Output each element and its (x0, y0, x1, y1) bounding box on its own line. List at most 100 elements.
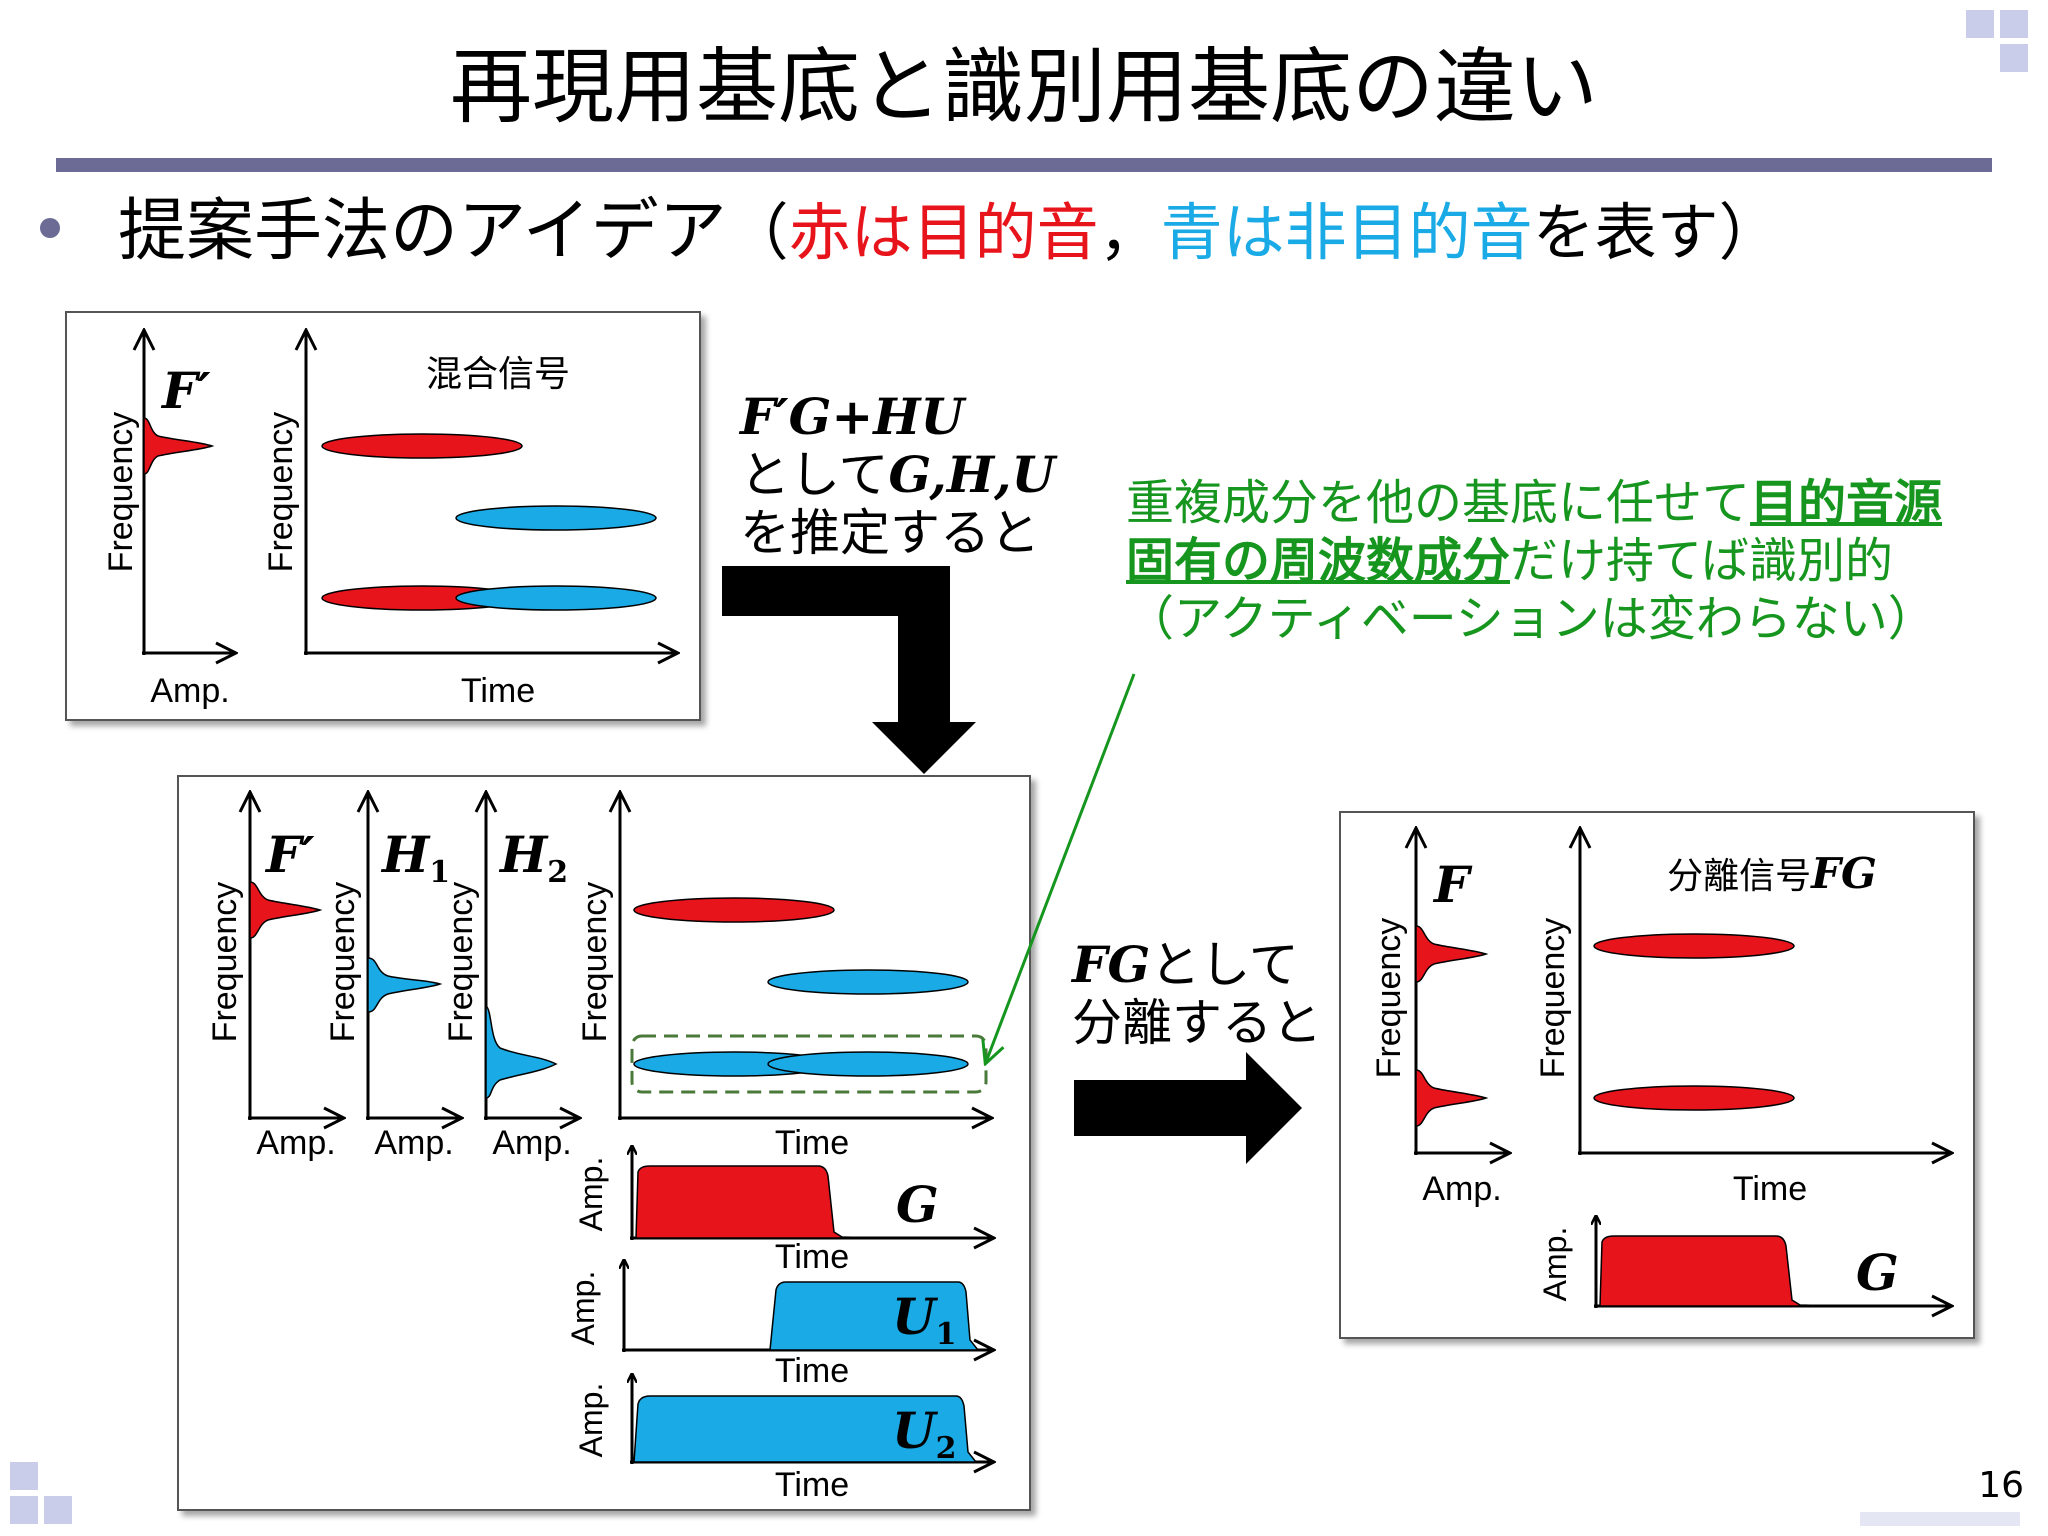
label-frequency: Frequency (102, 412, 140, 573)
math-u1-sub: 1 (936, 1317, 957, 1352)
step2-line2: 分離すると (1072, 994, 1322, 1052)
step1-text: F′G+HU としてG,H,U を推定すると (740, 387, 1056, 563)
spectrum-f (1415, 925, 1489, 983)
step1-line3: を推定すると (740, 504, 1040, 562)
bullet-comma: ， (1098, 196, 1161, 269)
blob-cyan (767, 1051, 969, 1077)
dashed-highlight-box (630, 1034, 988, 1094)
page-number: 16 (1978, 1465, 2024, 1506)
bullet-paren-open: （ (726, 196, 789, 269)
math-u2: U2 (892, 1401, 956, 1466)
bullet-text: 提案手法のアイデア（赤は目的音，青は非目的音を表す） (118, 190, 1781, 275)
spectrum-h1 (367, 957, 443, 1013)
blob-red (321, 433, 523, 459)
corner-deco-bottom-left (44, 1496, 72, 1524)
right-arrow (1074, 1052, 1302, 1164)
activation-u2 (633, 1395, 978, 1463)
label-frequency: Frequency (576, 882, 614, 1043)
title-rule (56, 158, 1992, 172)
corner-deco-bottom-left (10, 1462, 38, 1490)
label-time: Time (775, 1238, 849, 1276)
bullet-dot (40, 218, 60, 238)
slide-title: 再現用基底と識別用基底の違い (449, 40, 1598, 135)
math-f: F (1432, 855, 1473, 914)
step2-line1-math: FG (1072, 935, 1151, 994)
bullet-red-text: 赤は目的音 (788, 196, 1099, 269)
panel-estimation: F′ Frequency Amp. H1 Frequency Amp. H2 F… (177, 775, 1031, 1511)
math-g: G (896, 1175, 939, 1234)
note-line2-bold: 固有の周波数成分 (1126, 533, 1511, 589)
label-amp: Amp. (573, 1383, 609, 1458)
label-separated-math: FG (1810, 849, 1877, 898)
label-frequency: Frequency (1534, 918, 1572, 1079)
label-frequency: Frequency (324, 882, 362, 1043)
step1-formula: F′G+HU (740, 387, 965, 446)
step1-line2-vars: G,H,U (888, 445, 1056, 504)
math-u1-base: U (892, 1287, 939, 1346)
step2-text: FGとして 分離すると (1072, 935, 1322, 1053)
math-u2-sub: 2 (936, 1431, 957, 1466)
bent-arrow (722, 566, 976, 774)
corner-deco-bottom-left (10, 1496, 38, 1524)
math-h2-base: H (498, 825, 549, 884)
corner-deco-top-right (2000, 10, 2028, 38)
label-mixed-signal: 混合信号 (426, 354, 570, 395)
panel-mixed-signal: F′ Frequency Amp. Frequency Time 混合信号 (65, 311, 701, 721)
label-separated-signal: 分離信号FG (1667, 849, 1877, 898)
note-line1-bold: 目的音源 (1750, 475, 1943, 531)
step1-line2-pre: として (740, 446, 889, 504)
label-frequency: Frequency (1370, 918, 1408, 1079)
corner-deco-bottom-right (1860, 1512, 2020, 1526)
label-separated-text: 分離信号 (1667, 856, 1811, 897)
math-f-prime: F′ (160, 361, 211, 420)
math-h1-base: H (380, 825, 431, 884)
math-g: G (1856, 1243, 1899, 1302)
label-amp: Amp. (1537, 1227, 1573, 1302)
spectrum-f (1415, 1069, 1489, 1127)
note-line3: （アクティベーションは変わらない） (1126, 591, 1936, 647)
blob-red (1593, 933, 1795, 959)
blob-cyan (455, 585, 657, 611)
label-time: Time (1733, 1170, 1807, 1208)
green-pointer (986, 673, 1136, 1062)
green-note: 重複成分を他の基底に任せて目的音源 固有の周波数成分だけ持てば識別的 （アクティ… (1126, 474, 1942, 648)
activation-g (1599, 1235, 1841, 1307)
math-u2-base: U (892, 1401, 939, 1460)
math-h2-sub: 2 (547, 855, 568, 890)
activation-u1 (626, 1281, 980, 1351)
blob-red (1593, 1085, 1795, 1111)
label-time: Time (775, 1352, 849, 1390)
label-amp: Amp. (492, 1124, 571, 1162)
math-u1: U1 (892, 1287, 956, 1352)
blob-cyan (767, 969, 969, 995)
bullet-main: 提案手法のアイデア (118, 192, 727, 271)
label-time: Time (775, 1124, 849, 1162)
panel-separated-signal: F Frequency Amp. Frequency Time 分離信号FG G… (1339, 811, 1975, 1339)
note-line1-plain: 重複成分を他の基底に任せて (1126, 475, 1751, 531)
label-frequency: Frequency (206, 882, 244, 1043)
corner-deco-top-right (2000, 44, 2028, 72)
label-amp: Amp. (374, 1124, 453, 1162)
math-h1: H1 (380, 825, 450, 890)
note-line2-plain: だけ持てば識別的 (1510, 533, 1894, 589)
bullet-cyan-text: 青は非目的音 (1160, 196, 1533, 269)
blob-red (633, 897, 835, 923)
label-amp: Amp. (565, 1271, 601, 1346)
label-frequency: Frequency (262, 412, 300, 573)
math-f-prime: F′ (264, 825, 315, 884)
label-time: Time (775, 1466, 849, 1504)
blob-cyan (455, 505, 657, 531)
label-amp: Amp. (256, 1124, 335, 1162)
corner-deco-top-right (1966, 10, 1994, 38)
spectrum-f-prime (143, 417, 215, 475)
math-h2: H2 (498, 825, 568, 890)
spectrum-h2 (485, 1004, 558, 1099)
label-amp: Amp. (573, 1157, 609, 1232)
math-h1-sub: 1 (429, 855, 450, 890)
label-frequency: Frequency (442, 882, 480, 1043)
label-amp: Amp. (1422, 1170, 1501, 1208)
step2-line1-text: として (1150, 936, 1299, 994)
label-amp: Amp. (150, 672, 229, 710)
activation-g (635, 1165, 881, 1239)
